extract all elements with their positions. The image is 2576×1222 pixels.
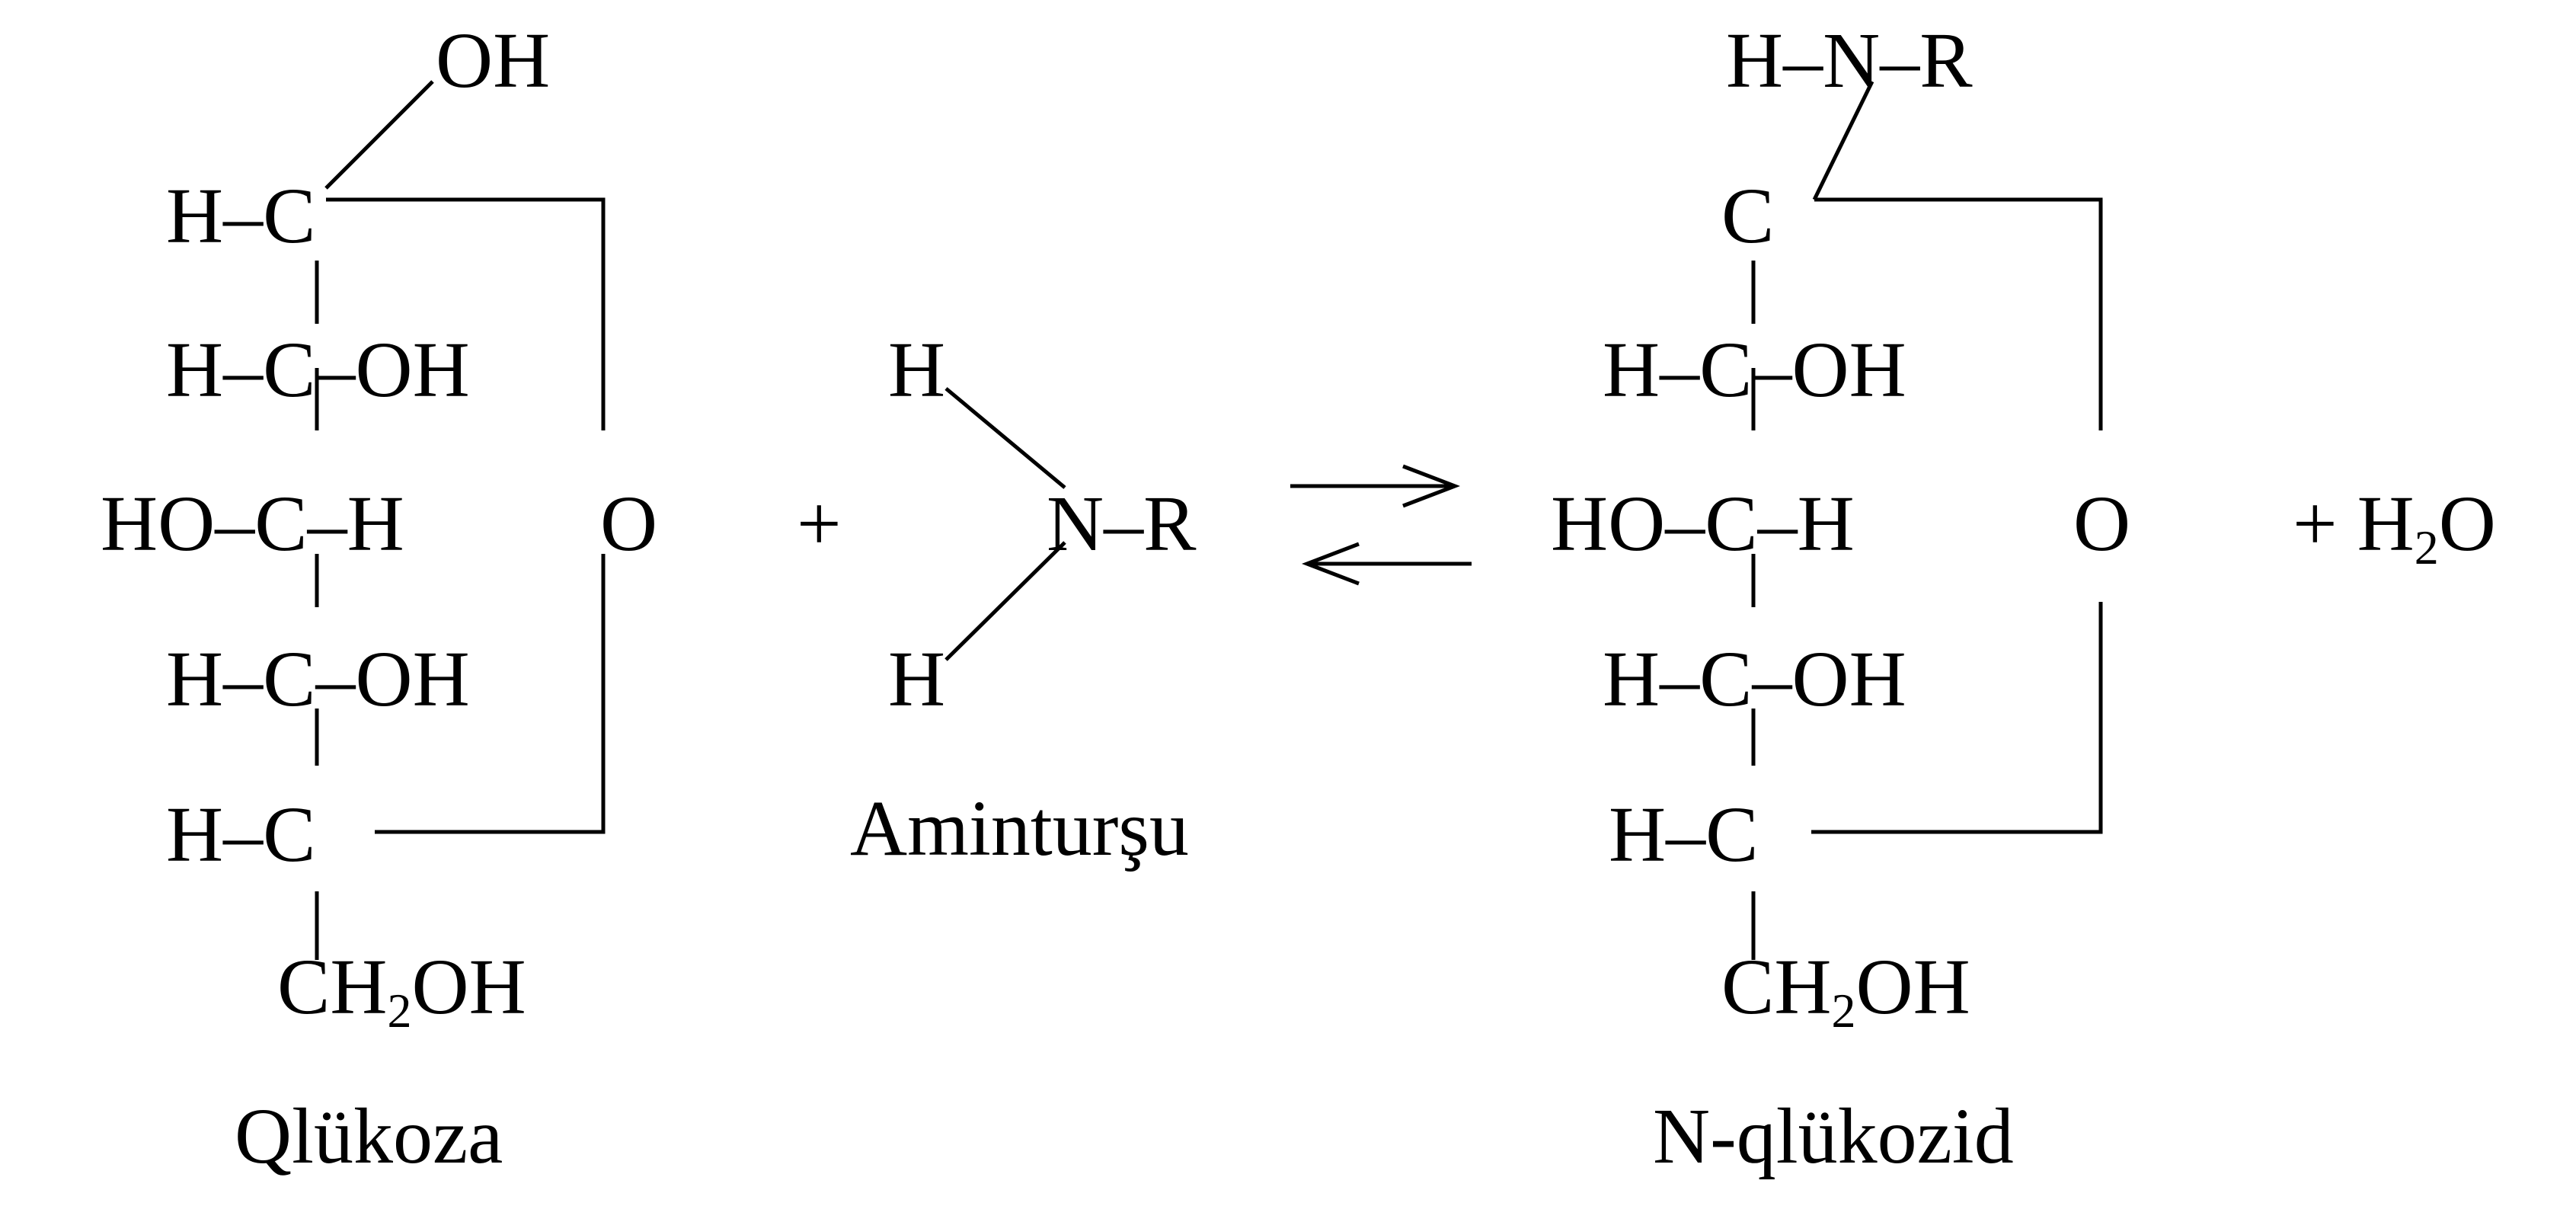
- water-product: + H2O: [2293, 485, 2496, 572]
- glucose-ring-top-bond: [326, 197, 606, 430]
- water-plus-h: + H: [2293, 480, 2415, 568]
- h-n-bottom-bond: [944, 541, 1066, 661]
- glucoside-c6-subscript: 2: [1831, 984, 1856, 1038]
- glucose-c6: CH2OH: [277, 948, 526, 1035]
- glucose-ring-oxygen: O: [600, 480, 658, 568]
- glucoside-c3: HO–C–H: [1551, 480, 1855, 568]
- n-c1-bond: [1812, 80, 1874, 201]
- glucoside-ring-oxygen: O: [2073, 480, 2131, 568]
- glucoside-c6: CH2OH: [1721, 948, 1970, 1035]
- glucose-c2: H–C–OH: [166, 326, 470, 414]
- glucose-name-label: Qlükoza: [235, 1092, 503, 1180]
- plus-sign: +: [797, 480, 842, 568]
- amino-acid-name-label: Aminturşu: [850, 785, 1189, 872]
- glucose-c3: HO–C–H: [101, 480, 404, 568]
- water-subscript: 2: [2414, 520, 2439, 574]
- amino-n-group: N–R: [1047, 480, 1197, 568]
- glucoside-ring-top-bond: [1814, 197, 2103, 430]
- glucose-c6-subscript: 2: [387, 984, 412, 1038]
- glucoside-c6-tail: OH: [1855, 943, 1970, 1031]
- glucoside-c4: H–C–OH: [1603, 635, 1906, 723]
- glucoside-c2: H–C–OH: [1603, 326, 1906, 414]
- h-n-top-bond: [944, 387, 1066, 489]
- glucose-c5: H–C: [166, 791, 316, 878]
- glucose-c6-main: CH: [277, 943, 388, 1031]
- c1-oh-bond: [324, 80, 434, 190]
- glucose-c1-hydroxyl: OH: [436, 17, 551, 104]
- reverse-arrow-head: [1301, 542, 1360, 586]
- glucoside-c6-main: CH: [1721, 943, 1832, 1031]
- amino-h-top: H: [888, 326, 946, 414]
- glucoside-ring-bottom-bond: [1811, 602, 2103, 834]
- glucoside-c1: C: [1721, 172, 1775, 260]
- glucoside-n-group: H–N–R: [1726, 17, 1973, 104]
- water-tail: O: [2438, 480, 2496, 568]
- glucose-ring-bottom-bond: [375, 554, 606, 834]
- glucoside-name-label: N-qlükozid: [1653, 1092, 2014, 1180]
- glucose-c4: H–C–OH: [166, 635, 470, 723]
- amino-h-bottom: H: [888, 635, 946, 723]
- glucoside-c5: H–C: [1609, 791, 1759, 878]
- glucose-c1: H–C: [166, 172, 316, 260]
- forward-arrow-head: [1402, 464, 1461, 508]
- glucose-c6-tail: OH: [411, 943, 526, 1031]
